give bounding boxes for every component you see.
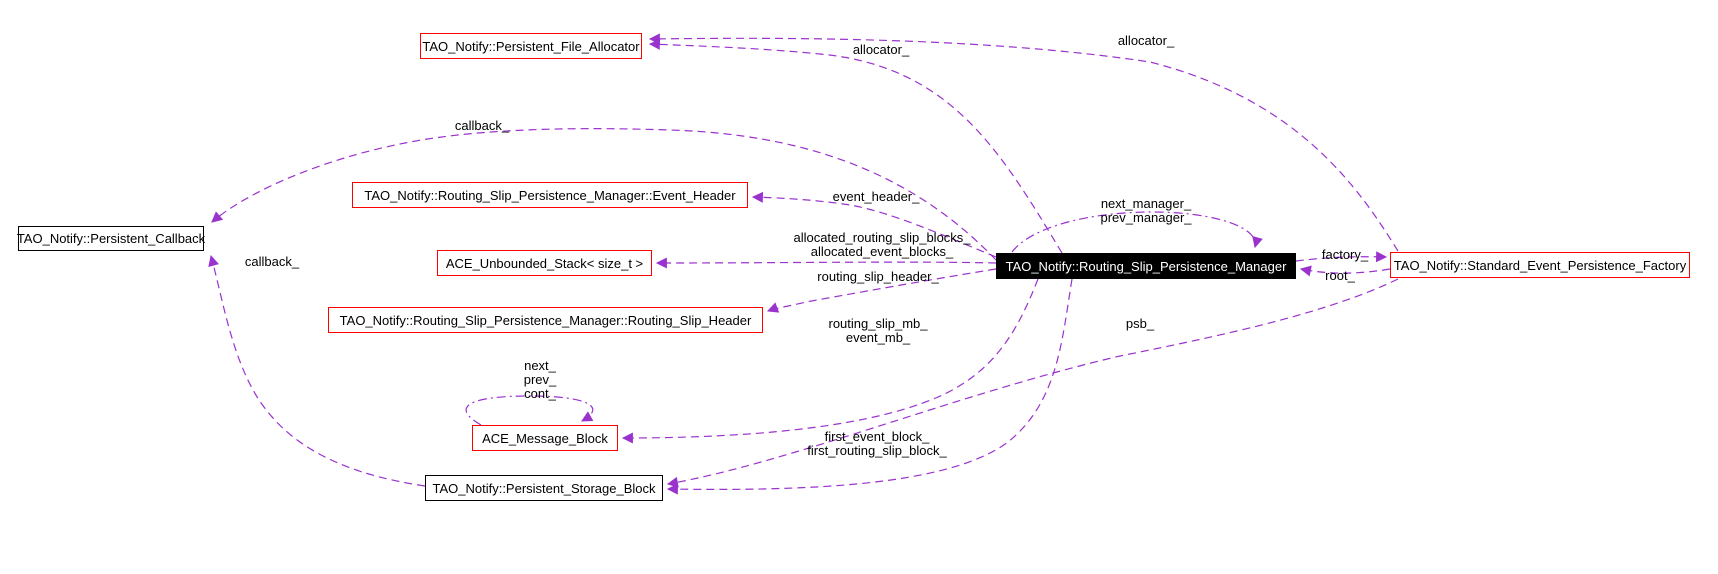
edge-callback-from-storage [208, 254, 426, 487]
edge-label-routing-slip-header: routing_slip_header_ [817, 269, 939, 284]
node-ace-message-block[interactable]: ACE_Message_Block [472, 425, 618, 451]
edge-callback-from-manager [211, 128, 997, 261]
edge-label-message-block-self-loop: next_ prev_ cont_ [523, 358, 557, 401]
edge-first-blocks [666, 278, 1073, 495]
edge-label-root: root_ [1325, 268, 1355, 283]
node-persistent-storage-block[interactable]: TAO_Notify::Persistent_Storage_Block [425, 475, 663, 501]
edge-label-callback-from-manager: callback_ [454, 118, 510, 133]
edge-label-allocator-from-factory: allocator_ [1117, 33, 1175, 48]
edge-label-event-header: event_header_ [832, 189, 920, 204]
edge-label-allocator-from-manager: allocator_ [852, 42, 910, 57]
edge-allocated-blocks [655, 257, 997, 269]
edge-label-first-blocks: first_event_block_ first_routing_slip_bl… [807, 429, 947, 458]
edge-root [1299, 265, 1391, 277]
edge-event-header [751, 191, 997, 258]
node-routing-slip-header[interactable]: TAO_Notify::Routing_Slip_Persistence_Man… [328, 307, 763, 333]
edge-label-callback-from-storage: callback_ [244, 254, 300, 269]
node-persistent-file-allocator[interactable]: TAO_Notify::Persistent_File_Allocator [420, 33, 642, 59]
node-unbounded-stack[interactable]: ACE_Unbounded_Stack< size_t > [437, 250, 652, 276]
edge-psb [666, 278, 1399, 488]
edge-factory [1295, 251, 1388, 263]
edge-label-factory: factory_ [1321, 247, 1369, 262]
edge-label-message-block-members: routing_slip_mb_ event_mb_ [828, 316, 928, 345]
edge-message-block-self-loop [465, 395, 594, 426]
node-standard-event-persistence-factory[interactable]: TAO_Notify::Standard_Event_Persistence_F… [1390, 252, 1690, 278]
edge-routing-slip-header [766, 268, 997, 313]
node-event-header[interactable]: TAO_Notify::Routing_Slip_Persistence_Man… [352, 182, 748, 208]
edge-allocator-from-manager [648, 38, 1063, 254]
edge-label-allocated-blocks: allocated_routing_slip_blocks_ allocated… [793, 230, 971, 259]
edge-message-block-members [621, 278, 1039, 444]
node-routing-slip-persistence-manager[interactable]: TAO_Notify::Routing_Slip_Persistence_Man… [996, 253, 1296, 279]
edge-label-manager-self-loop: next_manager_ prev_manager_ [1100, 196, 1192, 225]
node-persistent-callback[interactable]: TAO_Notify::Persistent_Callback [17, 226, 205, 251]
edge-allocator-from-factory [648, 33, 1399, 252]
edge-label-psb: psb_ [1125, 316, 1155, 331]
